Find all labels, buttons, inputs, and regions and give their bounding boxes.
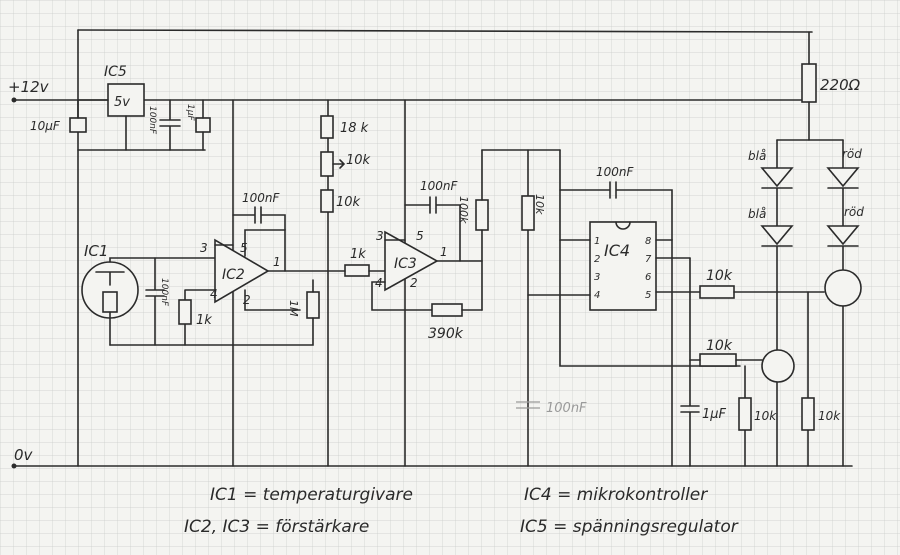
ic4-pin-3: 3 [594, 272, 600, 283]
led-red-2-label: röd [844, 205, 864, 219]
ic4-pullup-resistor [521, 195, 535, 231]
ic3-input-resistor-value: 1k [350, 247, 366, 262]
ic3-pin-out: 1 [440, 245, 448, 259]
ic3-label: IC3 [394, 256, 417, 272]
legend-ic4: IC4 = mikrokontroller [524, 485, 708, 505]
ic4-decoupling-capacitor [559, 181, 673, 241]
ic2-feedback-capacitor [232, 206, 286, 231]
ic1-cap-value: 100nF [159, 278, 169, 307]
ic3-amplifier [327, 230, 483, 311]
faint-capacitor-value: 100nF [546, 401, 587, 416]
led-red-1-label: röd [842, 147, 862, 161]
input-capacitor [69, 99, 87, 133]
led-column-right [826, 139, 860, 271]
plus-12v-label: +12v [8, 78, 50, 96]
ic3-pin-5: 5 [416, 229, 424, 243]
ground-label: 0v [14, 446, 34, 464]
ic4-resistor-value: 10k [533, 194, 546, 215]
ic2-gain-resistor [232, 279, 320, 346]
ic1-temperature-sensor [81, 257, 234, 346]
led-blue-2-label: blå [748, 207, 766, 221]
ic2-resistor-value: 1M [287, 300, 300, 317]
ic2-amplifier [214, 229, 329, 311]
ic3-pin-minus: 4 [375, 276, 383, 290]
resistor-10k-d [801, 291, 815, 467]
ic1-capacitor [145, 257, 165, 346]
ic4-pin-8: 8 [645, 236, 651, 247]
faint-capacitor [516, 401, 540, 409]
ic5-value: 5v [114, 95, 130, 110]
series-resistor-value: 220Ω [820, 76, 861, 94]
ic2-label: IC2 [222, 267, 245, 283]
legend-ic2-ic3: IC2, IC3 = förstärkare [184, 517, 369, 537]
ic1-resistor-value: 1k [196, 313, 212, 328]
ic3-cap-value: 100nF [420, 179, 459, 193]
ic2-cap-value: 100nF [242, 191, 281, 205]
transistor-q2 [689, 257, 795, 383]
legend-ic5: IC5 = spänningsregulator [520, 517, 739, 537]
ic3-390k-resistor [431, 303, 483, 317]
ic2-pin-out: 1 [273, 255, 281, 269]
transistor-q1 [699, 269, 862, 467]
q1-resistor-value: 10k [706, 268, 733, 284]
ic5-cap-b-value: 1µF [185, 104, 195, 121]
ic2-pin-5: 5 [240, 241, 248, 255]
ic4-pin-7: 7 [645, 254, 652, 265]
resistor-10k-c [738, 365, 752, 467]
ic3-pin-2: 2 [410, 276, 418, 290]
r18k-value: 18 k [340, 121, 369, 136]
ic5-label: IC5 [104, 64, 127, 80]
ic4-cap-value: 100nF [596, 165, 635, 179]
ic4-pin-6: 6 [645, 272, 651, 283]
ic5-cap-a-value: 100nF [147, 106, 157, 135]
ic3-pin-plus: 3 [376, 229, 384, 243]
legend-ic1: IC1 = temperaturgivare [210, 485, 413, 505]
input-capacitor-value: 10µF [30, 119, 61, 133]
timing-capacitor [680, 359, 700, 467]
ic3-390k-value: 390k [428, 326, 464, 342]
q2-resistor-value: 10k [706, 338, 733, 354]
ic5-regulator [77, 83, 206, 151]
led-column-left [760, 139, 794, 467]
ic1-label: IC1 [84, 242, 108, 260]
ic1-resistor-1k [178, 289, 216, 346]
ic4-pin-5: 5 [645, 290, 651, 301]
divider-chain [320, 115, 346, 213]
ic4-microcontroller [527, 149, 741, 467]
resistor-10k-c-value: 10k [754, 409, 777, 423]
r10k-divider-value: 10k [336, 195, 361, 210]
ic3-100k-value: 100k [457, 196, 470, 224]
ic2-pin-minus: 4 [210, 287, 218, 301]
ic4-pin-2: 2 [594, 254, 600, 265]
ic4-pin-1: 1 [594, 236, 600, 247]
resistor-10k-d-value: 10k [818, 409, 841, 423]
ic2-pin-plus: 3 [200, 241, 208, 255]
ic4-label: IC4 [604, 241, 630, 260]
ic2-pin-2: 2 [243, 293, 251, 307]
ic3-feedback-capacitor [404, 196, 461, 262]
timing-cap-value: 1µF [702, 407, 727, 422]
ic4-pin-4: 4 [594, 290, 600, 301]
series-resistor-220 [776, 31, 844, 141]
ic5-output-capacitors [159, 99, 211, 151]
pot10k-value: 10k [346, 153, 371, 168]
led-blue-1-label: blå [748, 149, 766, 163]
ic3-100k-resistor [475, 149, 561, 311]
